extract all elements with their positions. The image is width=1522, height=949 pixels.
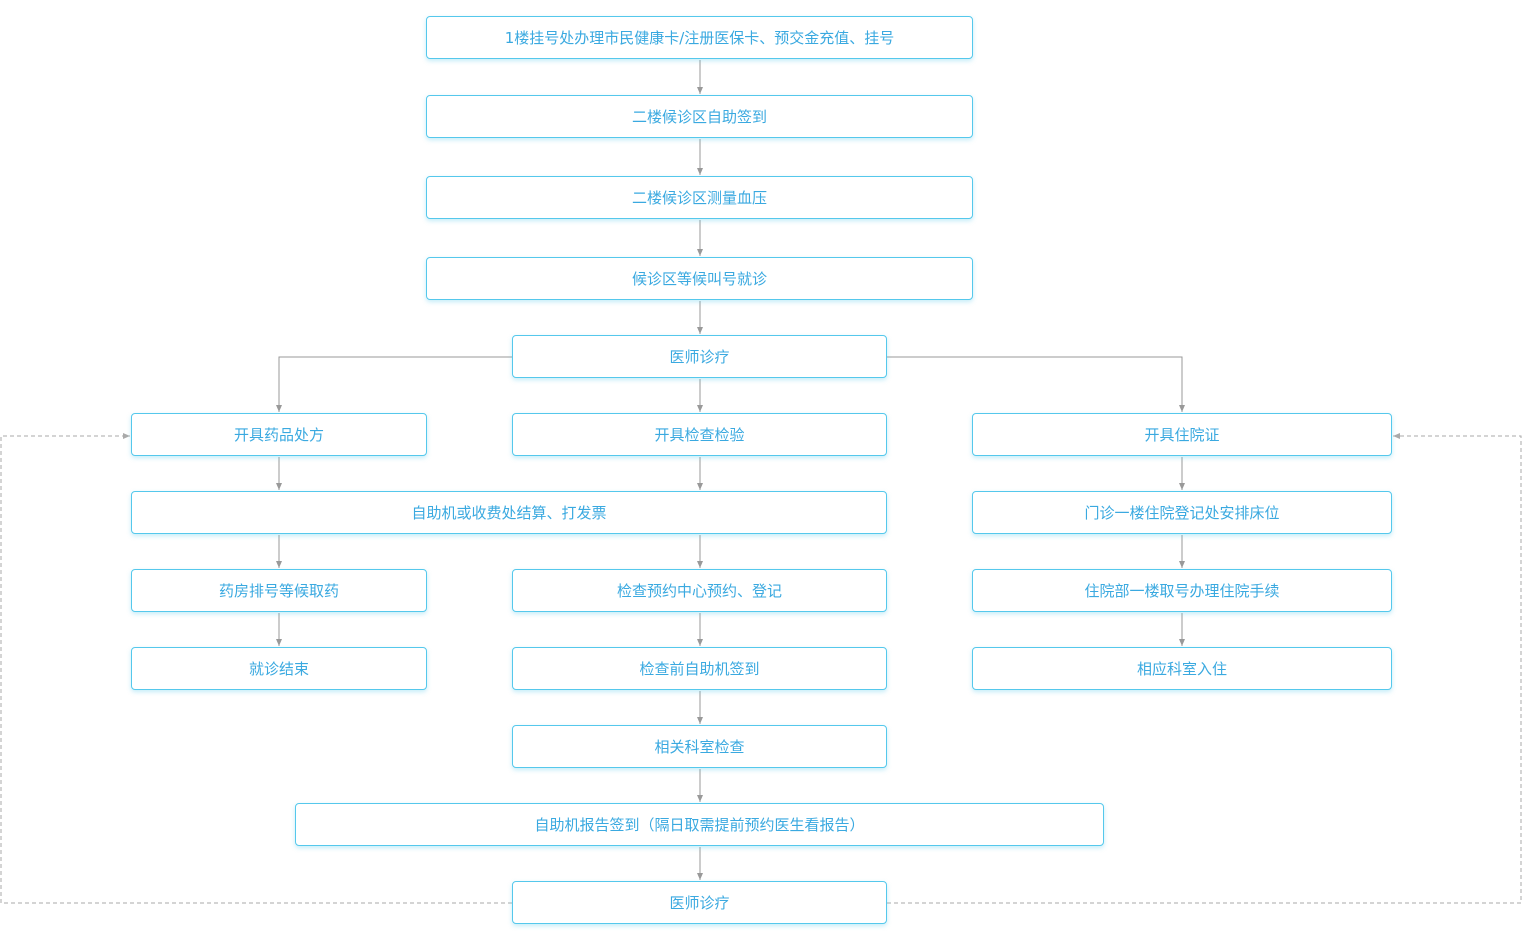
arrow-consultation-to-prescription (276, 356, 512, 412)
node-pre-exam-checkin[interactable]: 检查前自助机签到 (512, 647, 887, 690)
dashed-loop-to-prescription (0, 433, 512, 904)
arrow-consultation-to-admission (887, 356, 1185, 412)
node-prescription[interactable]: 开具药品处方 (131, 413, 427, 456)
node-inpatient-procedures[interactable]: 住院部一楼取号办理住院手续 (972, 569, 1392, 612)
node-pharmacy-queue[interactable]: 药房排号等候取药 (131, 569, 427, 612)
node-consultation[interactable]: 医师诊疗 (512, 335, 887, 378)
node-payment[interactable]: 自助机或收费处结算、打发票 (131, 491, 887, 534)
node-wait-call[interactable]: 候诊区等候叫号就诊 (426, 257, 973, 300)
dashed-loop-to-admission (887, 433, 1522, 904)
node-report-checkin[interactable]: 自助机报告签到（隔日取需提前预约医生看报告） (295, 803, 1104, 846)
node-self-checkin[interactable]: 二楼候诊区自助签到 (426, 95, 973, 138)
node-inpatient-registration[interactable]: 门诊一楼住院登记处安排床位 (972, 491, 1392, 534)
node-registration[interactable]: 1楼挂号处办理市民健康卡/注册医保卡、预交金充值、挂号 (426, 16, 973, 59)
node-exam-order[interactable]: 开具检查检验 (512, 413, 887, 456)
node-exam-booking[interactable]: 检查预约中心预约、登记 (512, 569, 887, 612)
node-visit-end[interactable]: 就诊结束 (131, 647, 427, 690)
node-ward-admission[interactable]: 相应科室入住 (972, 647, 1392, 690)
node-admission-cert[interactable]: 开具住院证 (972, 413, 1392, 456)
node-department-exam[interactable]: 相关科室检查 (512, 725, 887, 768)
node-consultation-final[interactable]: 医师诊疗 (512, 881, 887, 924)
node-blood-pressure[interactable]: 二楼候诊区测量血压 (426, 176, 973, 219)
